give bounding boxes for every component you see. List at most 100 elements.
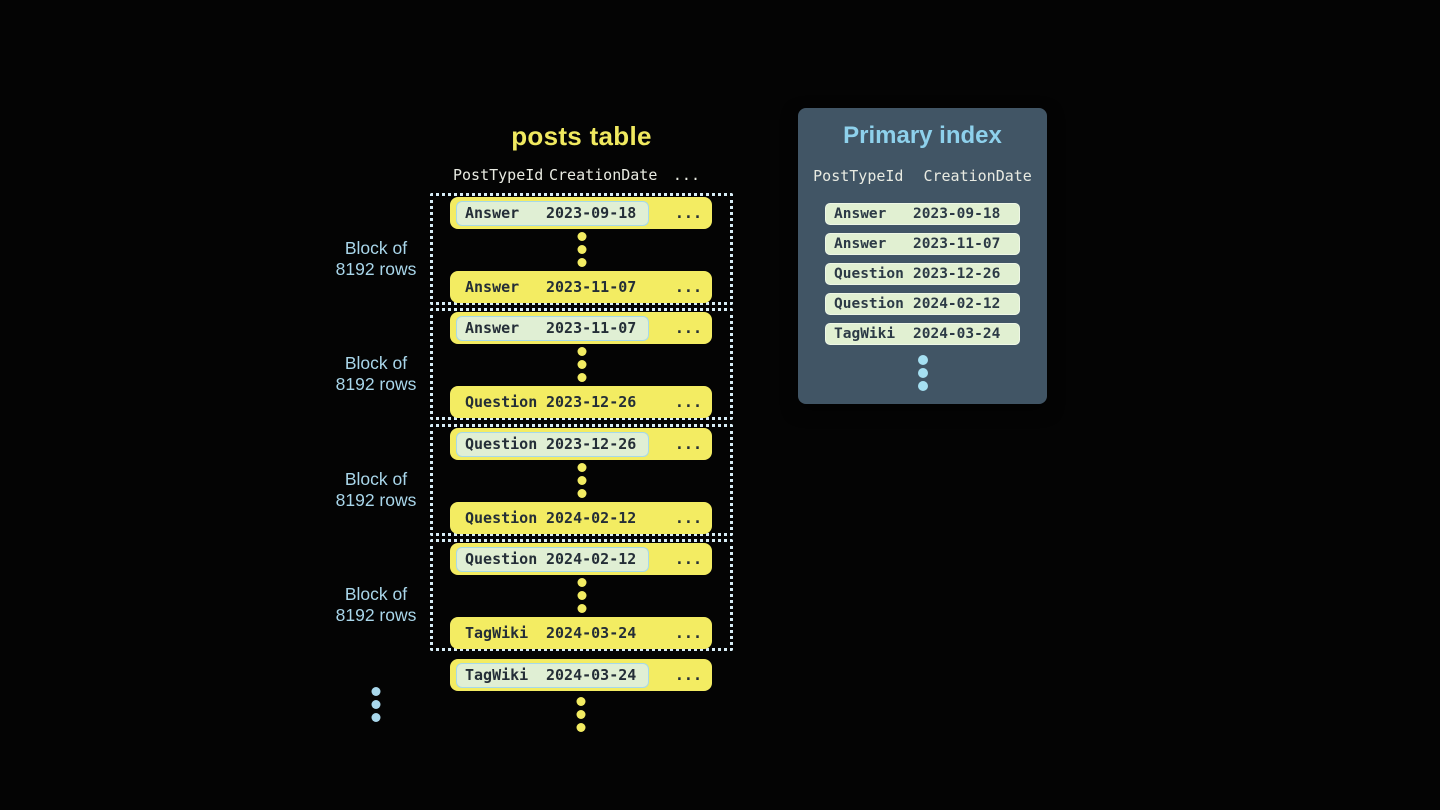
dot bbox=[917, 381, 928, 391]
block-label-1: Block of 8192 rows bbox=[306, 238, 446, 280]
row-key: Question 2024-02-12 bbox=[456, 506, 649, 531]
primary-index-panel: Primary index PostTypeId CreationDate An… bbox=[798, 108, 1047, 404]
cell-creationdate: 2023-12-26 bbox=[913, 266, 1001, 282]
block-label-line: 8192 rows bbox=[335, 259, 417, 279]
block-label-line: Block of bbox=[344, 353, 408, 373]
row-ellipsis: ... bbox=[674, 550, 702, 568]
row-ellipsis: ... bbox=[674, 435, 702, 453]
cell-posttypeid: Answer bbox=[834, 236, 887, 252]
row-key-highlight: TagWiki 2024-03-24 bbox=[456, 662, 650, 688]
column-header-posttypeid: PostTypeId bbox=[813, 167, 904, 185]
dot bbox=[577, 245, 586, 254]
block-label-line: Block of bbox=[344, 584, 408, 604]
cell-posttypeid: Answer bbox=[465, 278, 520, 296]
row-ellipsis: ... bbox=[674, 319, 702, 337]
dot bbox=[577, 463, 586, 472]
index-entry: Question 2024-02-12 bbox=[825, 293, 1020, 315]
block-label-line: Block of bbox=[344, 238, 408, 258]
posts-table-column-headers: PostTypeId CreationDate ... bbox=[453, 166, 712, 184]
row-key-highlight: Answer 2023-09-18 bbox=[456, 200, 650, 226]
dot bbox=[577, 232, 586, 241]
cell-posttypeid: Answer bbox=[465, 204, 520, 222]
dot bbox=[576, 697, 586, 706]
primary-index-column-headers: PostTypeId CreationDate bbox=[798, 167, 1047, 185]
table-block-2: Answer 2023-11-07 ... Question 2023-12-2… bbox=[430, 308, 733, 420]
row-key: TagWiki 2024-03-24 bbox=[456, 621, 649, 646]
dot bbox=[371, 687, 381, 696]
dot bbox=[371, 713, 381, 722]
cell-posttypeid: Question bbox=[834, 296, 904, 312]
table-block-4: Question 2024-02-12 ... TagWiki 2024-03-… bbox=[430, 539, 733, 651]
block-label-line: 8192 rows bbox=[335, 605, 417, 625]
more-blocks-dots bbox=[371, 687, 381, 722]
cell-creationdate: 2023-11-07 bbox=[546, 278, 637, 296]
cell-posttypeid: Question bbox=[465, 435, 538, 453]
dot bbox=[577, 360, 586, 369]
cell-posttypeid: Question bbox=[465, 550, 538, 568]
cell-creationdate: 2023-09-18 bbox=[913, 206, 1001, 222]
table-row: Question 2023-12-26 ... bbox=[450, 386, 712, 418]
cell-posttypeid: Question bbox=[465, 509, 538, 527]
dot bbox=[576, 710, 586, 719]
cell-creationdate: 2024-03-24 bbox=[913, 326, 1001, 342]
more-rows-dots bbox=[576, 697, 586, 732]
hidden-rows-dots bbox=[577, 463, 586, 498]
cell-creationdate: 2023-11-07 bbox=[913, 236, 1001, 252]
cell-creationdate: 2023-12-26 bbox=[546, 435, 637, 453]
hidden-rows-dots bbox=[577, 578, 586, 613]
column-headers-ellipsis: ... bbox=[672, 166, 700, 184]
table-row: Question 2024-02-12 ... bbox=[450, 502, 712, 534]
column-header-creationdate: CreationDate bbox=[549, 166, 658, 184]
cell-posttypeid: TagWiki bbox=[834, 326, 896, 342]
cell-creationdate: 2024-03-24 bbox=[546, 666, 637, 684]
dot bbox=[577, 258, 586, 267]
row-ellipsis: ... bbox=[674, 509, 702, 527]
cell-creationdate: 2023-11-07 bbox=[546, 319, 637, 337]
row-ellipsis: ... bbox=[674, 666, 702, 684]
cell-posttypeid: TagWiki bbox=[465, 666, 529, 684]
row-ellipsis: ... bbox=[674, 204, 702, 222]
index-entry: TagWiki 2024-03-24 bbox=[825, 323, 1020, 345]
dot bbox=[577, 591, 586, 600]
index-entry: Question 2023-12-26 bbox=[825, 263, 1020, 285]
cell-posttypeid: Question bbox=[465, 393, 538, 411]
row-ellipsis: ... bbox=[674, 278, 702, 296]
block-label-line: 8192 rows bbox=[335, 374, 417, 394]
table-block-3: Question 2023-12-26 ... Question 2024-02… bbox=[430, 424, 733, 536]
table-row: Answer 2023-11-07 ... bbox=[450, 312, 712, 344]
cell-creationdate: 2023-12-26 bbox=[546, 393, 637, 411]
dot bbox=[577, 578, 586, 587]
block-label-3: Block of 8192 rows bbox=[306, 469, 446, 511]
dot bbox=[371, 700, 381, 709]
block-label-line: 8192 rows bbox=[335, 490, 417, 510]
posts-table-title: posts table bbox=[511, 121, 652, 151]
row-key-highlight: Answer 2023-11-07 bbox=[456, 315, 650, 341]
cell-posttypeid: TagWiki bbox=[465, 624, 529, 642]
dot bbox=[917, 368, 928, 378]
dot bbox=[576, 723, 586, 732]
row-key-highlight: Question 2023-12-26 bbox=[456, 431, 650, 457]
row-key: Answer 2023-11-07 bbox=[456, 275, 649, 300]
dot bbox=[577, 373, 586, 382]
table-row: Question 2024-02-12 ... bbox=[450, 543, 712, 575]
index-entry: Answer 2023-09-18 bbox=[825, 203, 1020, 225]
cell-creationdate: 2024-02-12 bbox=[546, 550, 637, 568]
table-block-1: Answer 2023-09-18 ... Answer 2023-11-07 … bbox=[430, 193, 733, 305]
dot bbox=[577, 604, 586, 613]
index-entry: Answer 2023-11-07 bbox=[825, 233, 1020, 255]
table-row: Answer 2023-11-07 ... bbox=[450, 271, 712, 303]
row-key-highlight: Question 2024-02-12 bbox=[456, 546, 650, 572]
more-entries-dots bbox=[917, 355, 928, 391]
table-row: Question 2023-12-26 ... bbox=[450, 428, 712, 460]
cell-posttypeid: Answer bbox=[834, 206, 887, 222]
block-label-line: Block of bbox=[344, 469, 408, 489]
row-ellipsis: ... bbox=[674, 624, 702, 642]
dot bbox=[577, 489, 586, 498]
table-row-next-block: TagWiki 2024-03-24 ... bbox=[450, 659, 712, 691]
dot bbox=[917, 355, 928, 365]
row-ellipsis: ... bbox=[674, 393, 702, 411]
cell-posttypeid: Question bbox=[834, 266, 904, 282]
block-label-4: Block of 8192 rows bbox=[306, 584, 446, 626]
block-label-2: Block of 8192 rows bbox=[306, 353, 446, 395]
column-header-creationdate: CreationDate bbox=[923, 167, 1032, 185]
